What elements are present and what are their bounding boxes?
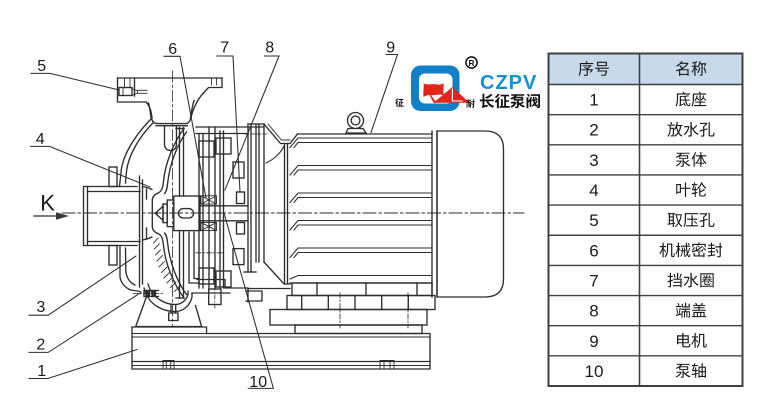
svg-text:K: K [40, 190, 55, 215]
svg-text:5: 5 [37, 58, 46, 75]
svg-text:8: 8 [265, 40, 274, 57]
svg-text:4: 4 [36, 131, 45, 148]
svg-text:9: 9 [386, 40, 395, 57]
svg-text:2: 2 [589, 121, 598, 140]
svg-text:10: 10 [585, 362, 604, 381]
svg-text:3: 3 [36, 299, 45, 316]
svg-text:4: 4 [589, 181, 598, 200]
svg-text:1: 1 [589, 91, 598, 110]
svg-text:6: 6 [589, 241, 598, 260]
svg-text:1: 1 [37, 363, 46, 380]
svg-text:3: 3 [589, 151, 598, 170]
svg-text:9: 9 [589, 332, 598, 351]
svg-text:CZPV: CZPV [480, 72, 537, 94]
svg-text:2: 2 [36, 337, 45, 354]
svg-text:7: 7 [220, 40, 229, 57]
svg-text:6: 6 [168, 41, 177, 58]
svg-text:R: R [468, 58, 474, 68]
svg-text:8: 8 [589, 302, 598, 321]
svg-text:10: 10 [249, 374, 267, 391]
svg-text:7: 7 [589, 271, 598, 290]
svg-text:5: 5 [589, 211, 598, 230]
